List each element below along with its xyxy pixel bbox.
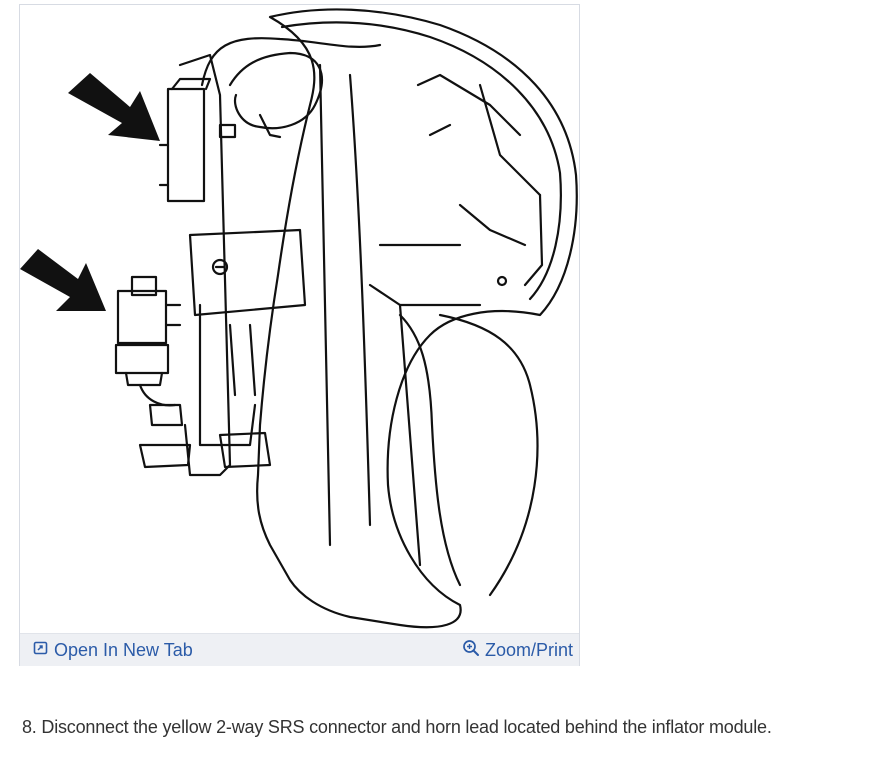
- airbag-module-diagram: [20, 8, 578, 629]
- wheel-housing-outline: [256, 8, 578, 629]
- open-in-new-tab-label: Open In New Tab: [54, 639, 193, 660]
- zoom-in-icon: [462, 639, 480, 662]
- arrow-pointer-upper: [68, 73, 160, 141]
- instruction-step-text: 8. Disconnect the yellow 2-way SRS conne…: [22, 717, 772, 737]
- figure-toolbar: Open In New Tab Zoom/Print: [20, 633, 579, 666]
- open-in-new-tab-link[interactable]: Open In New Tab: [33, 634, 193, 666]
- arrow-pointer-lower: [20, 249, 106, 311]
- open-new-tab-icon: [33, 640, 49, 661]
- zoom-print-link[interactable]: Zoom/Print: [462, 634, 573, 666]
- figure-card: Open In New Tab Zoom/Print: [19, 4, 580, 666]
- zoom-print-label: Zoom/Print: [484, 639, 573, 660]
